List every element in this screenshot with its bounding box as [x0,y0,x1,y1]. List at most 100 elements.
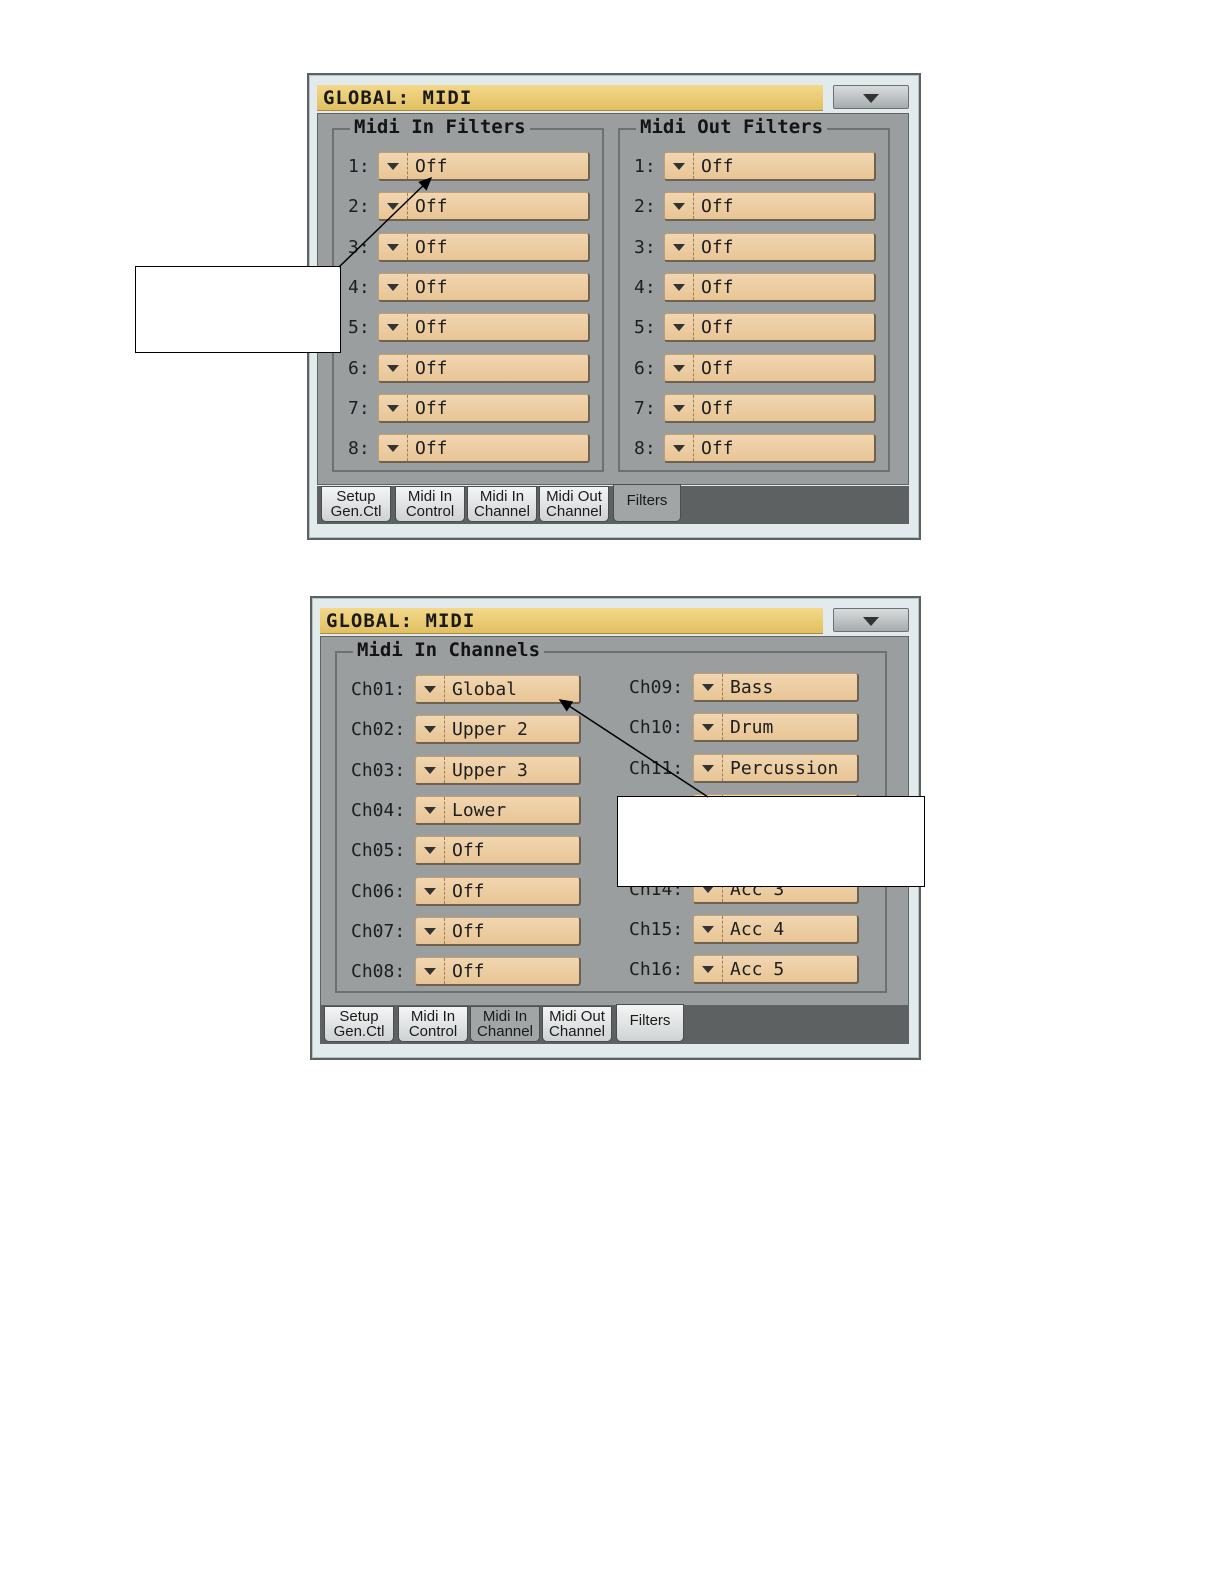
param-row: 6:Off [634,353,876,384]
chevron-down-icon [416,877,445,904]
param-dropdown[interactable]: Off [415,876,581,906]
tab-label: Setup [336,488,376,505]
param-row: 8:Off [634,434,876,464]
chevron-down-icon [379,394,408,421]
param-dropdown[interactable]: Upper 2 [415,715,581,745]
chevron-down-icon [694,714,723,741]
param-value: Off [415,317,448,339]
group-title: Midi In Channels [353,639,545,661]
page-title: GLOBAL: MIDI [317,85,823,111]
param-dropdown[interactable]: Acc 4 [693,914,859,944]
param-dropdown[interactable]: Drum [693,713,859,743]
chevron-down-icon [416,837,445,864]
param-value: Off [701,438,734,460]
chevron-down-icon [694,875,723,902]
param-value: Acc 5 [730,959,785,981]
page-menu-button[interactable] [833,608,909,632]
param-dropdown[interactable]: Off [378,313,590,343]
param-dropdown[interactable]: Global [415,675,581,704]
param-row: 1:Off [348,152,590,182]
param-row: 2: Off [634,192,876,222]
param-dropdown[interactable]: Off [664,313,876,343]
filters-panel: Midi In Filters 1:Off2:Off3:Off4:Off5:Of… [317,113,909,485]
param-dropdown[interactable]: Off [664,192,876,222]
param-dropdown[interactable]: Off [415,957,581,987]
param-row: 5:Off [634,313,876,343]
param-row: Ch07: Off [351,916,581,947]
tab-filters[interactable]: Filters [613,484,681,522]
chevron-down-icon [665,233,694,260]
chevron-down-icon [665,354,694,381]
param-value: Off [415,236,448,258]
param-value: Acc 4 [730,918,785,940]
tab-label: Midi In [482,1008,528,1025]
param-value: Off [701,357,734,379]
param-row: Ch09:Bass [629,673,859,703]
param-dropdown[interactable]: Off [378,232,590,262]
chevron-down-icon [416,716,445,743]
param-dropdown[interactable]: Off [378,152,590,181]
tab-label: Channel [477,1023,533,1040]
param-dropdown[interactable]: Off [664,434,876,464]
param-dropdown[interactable]: Off [664,232,876,262]
param-dropdown[interactable]: Bass [693,673,859,702]
title-bar: GLOBAL: MIDI [320,608,909,634]
param-dropdown[interactable]: Off [378,353,590,383]
param-value: Off [415,397,448,419]
chevron-down-icon [665,435,694,462]
param-label: Ch07: [351,920,406,942]
param-dropdown[interactable]: Upper 3 [415,755,581,785]
param-label: Ch16: [629,959,684,981]
param-dropdown[interactable]: Off [664,393,876,423]
param-value: Percussion [730,757,839,779]
param-label: 4: [634,276,656,298]
chevron-down-icon [416,756,445,783]
param-dropdown[interactable]: Off [664,353,876,383]
tab-label: Control [405,503,455,520]
tab-filters[interactable]: Filters [616,1004,684,1042]
param-value: Off [701,397,734,419]
param-label: 3: [634,236,656,258]
chevron-down-icon [416,917,445,944]
param-row: Ch04:Lower [351,795,581,826]
param-value: Off [415,357,448,379]
param-label: 2: [634,196,656,218]
param-dropdown[interactable]: Off [664,152,876,181]
param-row: 7:Off [634,393,876,424]
param-dropdown[interactable]: Off [415,916,581,946]
param-dropdown[interactable]: Percussion [693,753,859,783]
chevron-down-icon [379,153,408,179]
midi-in-filters-group: Midi In Filters 1:Off2:Off3:Off4:Off5:Of… [332,116,604,472]
param-dropdown[interactable]: Lower [415,795,581,825]
param-value: Off [701,317,734,339]
param-label: 4: [348,276,370,298]
param-dropdown[interactable]: Off [378,434,590,464]
param-dropdown[interactable]: Off [378,192,590,222]
param-row: 8:Off [348,434,590,464]
chevron-down-icon [379,273,408,300]
param-row: 4: Off [634,272,876,303]
param-dropdown[interactable]: Off [415,836,581,866]
param-dropdown[interactable]: Off [378,393,590,423]
tab-label: Channel [546,503,602,520]
param-row: Ch05: Off [351,836,581,866]
param-label: Ch06: [351,880,406,902]
param-dropdown[interactable]: Acc 5 [693,955,859,985]
param-label: Ch05: [351,840,406,862]
param-value: Off [415,156,448,177]
param-dropdown[interactable]: Off [378,272,590,302]
chevron-down-icon [863,617,879,626]
page-menu-button[interactable] [833,85,909,109]
param-dropdown[interactable]: Off [664,272,876,302]
param-value: Bass [730,677,774,698]
